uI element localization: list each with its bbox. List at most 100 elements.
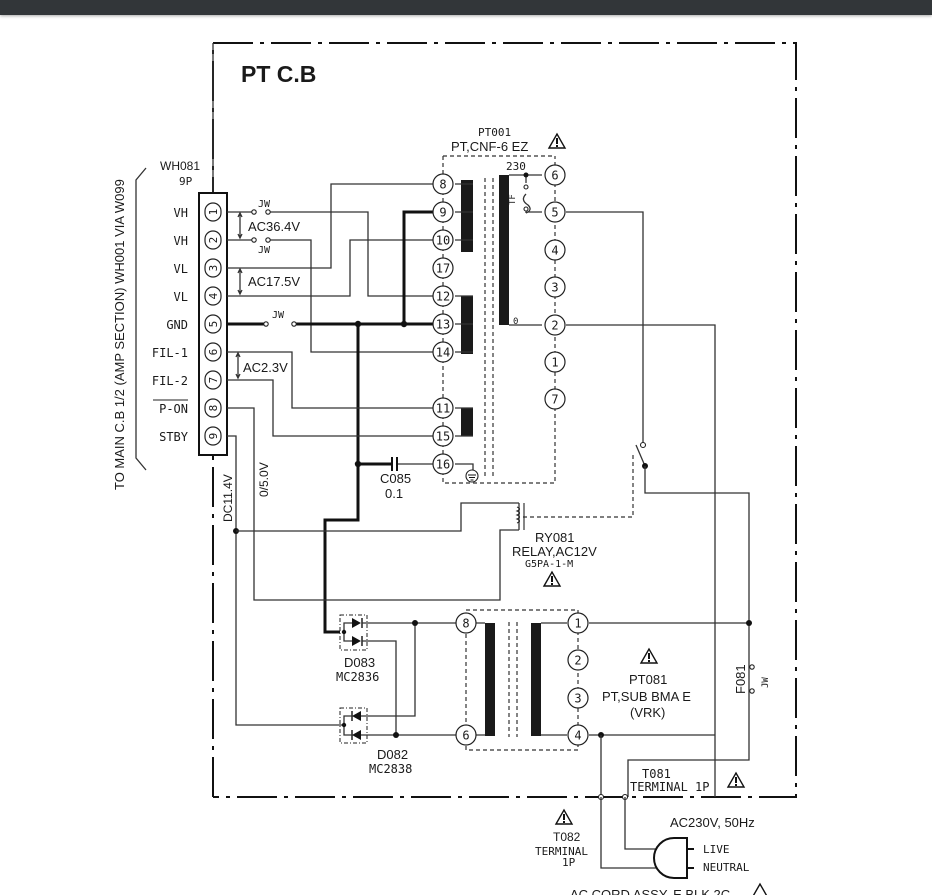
ground-icon — [465, 469, 479, 483]
pt001-pin-4-number: 4 — [551, 244, 558, 258]
pt001-pin-3: 3 — [544, 276, 566, 298]
wiring — [227, 183, 519, 726]
pt001-pin-4: 4 — [544, 239, 566, 261]
pt081-pin-3: 3 — [567, 687, 589, 709]
vl-voltage: AC17.5V — [248, 274, 300, 289]
pt001-pin-12: 12 — [432, 285, 454, 307]
pt081-pin-4: 4 — [567, 724, 589, 746]
connector-pin-number: 7 — [207, 377, 220, 384]
pt001-pin-5: 5 — [544, 201, 566, 223]
connector-pin-label: GND — [166, 318, 188, 332]
connector-pin-label: VL — [174, 290, 188, 304]
warning-icon — [726, 771, 746, 788]
pt081-outline — [465, 609, 579, 751]
relay-desc: RELAY,AC12V — [512, 544, 597, 559]
pt001-primary-pins: 6 5 4 3 2 1 7 — [544, 164, 566, 410]
pt001-tap-230: 230 — [506, 160, 526, 173]
pt081-winding-right — [531, 623, 541, 736]
t081-ref: T081 — [642, 767, 671, 781]
pt001-pin-2-number: 2 — [551, 319, 558, 333]
capacitor-c085 — [391, 457, 398, 471]
pt081-ref: PT081 — [629, 672, 667, 687]
capacitor-ref: C085 — [380, 471, 411, 486]
connector-pin-number: 4 — [207, 292, 220, 299]
vh-voltage: AC36.4V — [248, 219, 300, 234]
pt081-pin-2-number: 2 — [574, 654, 581, 668]
pt001-pin-7-number: 7 — [551, 393, 558, 407]
pt081-left-pins: 86 — [455, 612, 477, 746]
pt001-pin-14: 14 — [432, 341, 454, 363]
mains-spec: AC230V, 50Hz — [670, 815, 755, 830]
pt001-pin-16: 16 — [432, 453, 454, 475]
jumper-2-label: JW — [258, 245, 271, 256]
t081-desc: TERMINAL 1P — [630, 780, 709, 794]
t082-ref: T082 — [553, 830, 581, 844]
pt001-pin-9-number: 9 — [439, 206, 446, 220]
connector-pin-7: 7 FIL-2 — [152, 370, 222, 390]
pt081-pin-2: 2 — [567, 649, 589, 671]
viewer-toolbar — [0, 0, 932, 15]
pt001-pin-10: 10 — [432, 229, 454, 251]
pt001-pin-6-number: 6 — [551, 169, 558, 183]
connector-pin-2: 2VH — [174, 230, 222, 250]
pt081-pin-3-number: 3 — [574, 692, 581, 706]
pt001-pin-3-number: 3 — [551, 281, 558, 295]
warning-icon — [542, 570, 562, 587]
pt001-pin-5-number: 5 — [551, 206, 558, 220]
pt081-model: PT,SUB BMA E — [602, 689, 691, 704]
connector-pin-number: 6 — [207, 349, 220, 356]
d083-ref: D083 — [344, 655, 375, 670]
cord-label: AC CORD ASSY, E BLK 2C — [570, 887, 730, 895]
side-bracket — [135, 167, 147, 471]
vl-arrow — [237, 267, 243, 296]
connector-pin-number: 8 — [207, 405, 220, 412]
connector-pin-label: FIL-2 — [152, 374, 188, 388]
connector-pin-8: 8P-ON — [153, 398, 222, 418]
t082-sub: 1P — [562, 856, 576, 869]
pt001-pin-17: 17 — [432, 257, 454, 279]
pt001-pin-13-number: 13 — [436, 318, 450, 332]
pt081-pin-6: 6 — [455, 724, 477, 746]
warning-icon — [554, 808, 574, 825]
pt001-pin-1: 1 — [544, 351, 566, 373]
pt001-winding-a — [461, 180, 473, 252]
pt001-pin-17-number: 17 — [436, 262, 450, 276]
fil-voltage: AC2.3V — [243, 360, 288, 375]
pt001-primary-winding — [499, 175, 509, 325]
pt001-pin-12-number: 12 — [436, 290, 450, 304]
pt001-pin-15-number: 15 — [436, 430, 450, 444]
pt081-pin-6-number: 6 — [462, 729, 469, 743]
connector-pin-number: 5 — [207, 321, 220, 328]
warning-icon — [639, 647, 659, 664]
plug-icon — [653, 837, 694, 879]
pt001-pin-14-number: 14 — [436, 346, 450, 360]
warning-icon — [752, 882, 768, 895]
live-label: LIVE — [703, 843, 730, 856]
d082-ref: D082 — [377, 747, 408, 762]
t082-desc: TERMINAL — [535, 845, 588, 858]
pt081-pin-8: 8 — [455, 612, 477, 634]
connector-pin-label: VL — [174, 262, 188, 276]
diode-d083 — [339, 614, 468, 736]
connector-pin-number: 2 — [207, 237, 220, 244]
pt081-leads — [475, 622, 567, 736]
connector-ref: WH081 — [160, 159, 200, 173]
pt001-pin-1-number: 1 — [551, 356, 558, 370]
pt001-pin-7: 7 — [544, 388, 566, 410]
connector-pin-label: FIL-1 — [152, 346, 188, 360]
pon-voltage: 0/5.0V — [257, 462, 271, 497]
pt001-tap-0: 0 — [513, 317, 518, 327]
board-title: PT C.B — [241, 61, 316, 87]
d083-model: MC2836 — [336, 670, 379, 684]
relay-coil — [515, 503, 525, 530]
pt001-ref: PT001 — [478, 126, 511, 139]
connector-pin-number: 1 — [207, 209, 220, 216]
mains-wiring — [600, 797, 662, 869]
pt081-winding-left — [485, 623, 495, 736]
pt001-pin-11-number: 11 — [436, 402, 450, 416]
jumper-3-label: JW — [272, 310, 285, 321]
